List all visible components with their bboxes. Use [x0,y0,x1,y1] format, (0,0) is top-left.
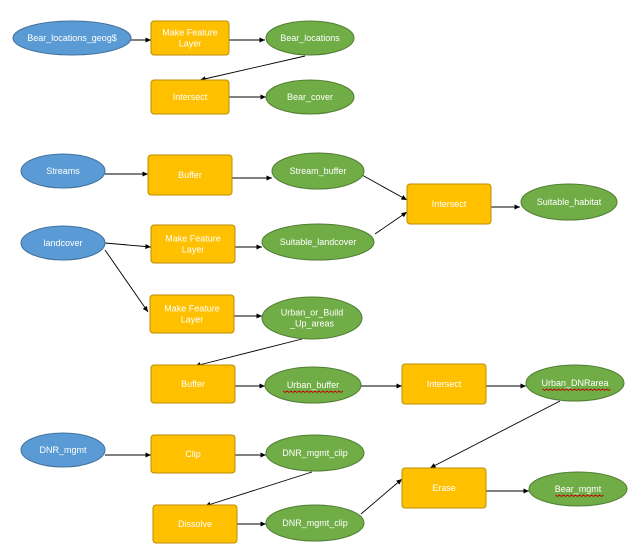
node-shape [20,432,106,468]
tool-box-buffer_2: Buffer [150,364,236,404]
spellcheck-underline [282,390,344,393]
tool-box-intersect_3: Intersect [401,363,487,405]
node-shape [406,183,492,225]
node-shape [528,471,628,507]
node-label: Suitable_habitat [537,197,602,207]
connector-arrow-dnr_mgmt_clip_2-to-erase [360,478,403,515]
node-shape [12,20,132,56]
node-shape [264,366,362,404]
node-label: Urban_or_Build_Up_areas [281,308,344,329]
connector-arrow-suitable_landcover-to-intersect_2 [374,211,408,235]
node-label: DNR_mgmt_clip [282,518,348,528]
tool-box-clip: Clip [150,434,236,474]
node-shape [261,296,363,340]
tool-box-erase: Erase [401,467,487,509]
input-ellipse-bear_locations_geog: Bear_locations_geog$ [12,20,132,56]
node-label: Bear_locations_geog$ [27,33,117,43]
node-label: Erase [432,483,456,493]
output-ellipse-bear_cover: Bear_cover [265,79,355,115]
output-ellipse-urban_or_build_up_areas: Urban_or_Build_Up_areas [261,296,363,340]
output-ellipse-bear_mgmt: Bear_mgmt [528,471,628,507]
node-shape [265,504,365,542]
node-shape [265,434,365,472]
output-ellipse-stream_buffer: Stream_buffer [271,152,365,190]
connector-layer [104,37,561,527]
tool-box-intersect_2: Intersect [406,183,492,225]
output-ellipse-dnr_mgmt_clip_1: DNR_mgmt_clip [265,434,365,472]
node-shape [150,79,230,115]
node-label: landcover [43,238,82,248]
node-label: Urban_buffer [287,380,339,390]
spellcheck-underline [542,388,611,391]
node-shape [20,225,106,261]
node-shape [261,223,375,261]
node-shape [271,152,365,190]
output-ellipse-bear_locations: Bear_locations [265,20,355,56]
input-ellipse-landcover: landcover [20,225,106,261]
connector-arrow-urban_or_build_up_areas-to-buffer_2 [194,338,303,368]
node-shape [401,467,487,509]
node-label: Bear_locations [280,33,340,43]
node-shape [20,153,106,189]
output-ellipse-dnr_mgmt_clip_2: DNR_mgmt_clip [265,504,365,542]
node-label: Intersect [432,199,467,209]
tool-box-dissolve: Dissolve [152,504,238,544]
node-label: DNR_mgmt_clip [282,448,348,458]
node-shape [265,79,355,115]
connector-arrow-bear_locations-to-intersect_1 [199,55,306,82]
connector-arrow-stream_buffer-to-intersect_2 [361,174,408,201]
node-shape [150,224,236,264]
node-label: Intersect [173,92,208,102]
node-shape [525,364,625,402]
node-shape [147,154,233,196]
output-ellipse-suitable_habitat: Suitable_habitat [520,183,618,221]
input-ellipse-streams: Streams [20,153,106,189]
connector-arrow-landcover-to-make_feature_layer_3 [104,249,149,313]
output-ellipse-urban_dnrarea: Urban_DNRarea [525,364,625,402]
spellcheck-underline [555,494,604,497]
node-shape [150,364,236,404]
node-shape [152,504,238,544]
node-label: Urban_DNRarea [541,378,608,388]
node-label: Intersect [427,379,462,389]
tool-box-intersect_1: Intersect [150,79,230,115]
node-shape [401,363,487,405]
node-label: Suitable_landcover [280,237,357,247]
connector-arrow-dnr_mgmt_clip_1-to-dissolve [204,471,313,507]
node-label: Bear_cover [287,92,333,102]
node-label: Bear_mgmt [555,484,602,494]
node-shape [520,183,618,221]
output-ellipse-suitable_landcover: Suitable_landcover [261,223,375,261]
connector-arrow-landcover-to-make_feature_layer_2 [104,242,152,250]
node-label: Dissolve [178,519,212,529]
node-label: Buffer [178,170,202,180]
node-shape [265,20,355,56]
node-shape [149,294,235,334]
node-shape [150,20,230,56]
node-shape [150,434,236,474]
node-label: DNR_mgmt [39,445,87,455]
node-label: Stream_buffer [290,166,347,176]
node-label: Clip [185,449,201,459]
tool-box-buffer_1: Buffer [147,154,233,196]
node-label: Buffer [181,379,205,389]
output-ellipse-urban_buffer: Urban_buffer [264,366,362,404]
node-label: Streams [46,166,80,176]
connector-arrow-urban_dnrarea-to-erase [429,400,561,469]
input-ellipse-dnr_mgmt: DNR_mgmt [20,432,106,468]
